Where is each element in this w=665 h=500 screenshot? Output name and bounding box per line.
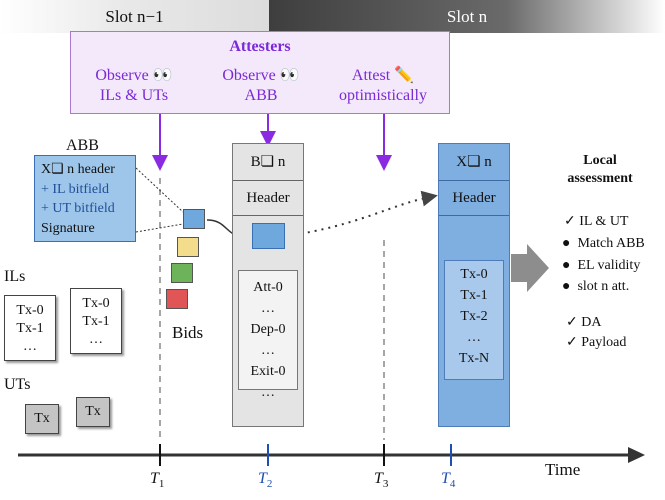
block-x-item: … (467, 330, 481, 345)
block-b-header: Header (246, 190, 290, 206)
block-x-divider-1 (439, 180, 509, 181)
assessment-item-slot-att: ● slot n att. (562, 277, 629, 297)
slot-previous-band: Slot n−1 (0, 0, 269, 33)
il-box-1: Tx-0 Tx-1 … (4, 295, 56, 361)
assessment-arrow (511, 244, 549, 292)
assessment-title: Local assessment (567, 153, 633, 186)
slot-previous-label: Slot n−1 (105, 7, 164, 26)
tick-label-t4: T4 (441, 470, 455, 490)
bid-red (166, 289, 188, 309)
tick-subscript: 1 (158, 478, 165, 491)
attester-item-line1: Observe 👀 (95, 67, 173, 84)
assessment-item-il-ut: ✓ IL & UT (564, 212, 628, 232)
block-b-bid-square (252, 223, 285, 249)
block-b-body: Att-0 … Dep-0 … Exit-0 … (238, 270, 298, 400)
il-tx: … (23, 339, 37, 354)
tick-label-t3: T3 (374, 470, 388, 490)
attester-item-line2: ILs & UTs (99, 87, 169, 104)
tick-label-t1: T1 (150, 470, 164, 490)
bid-selected (183, 209, 205, 229)
block-x-item: Tx-N (458, 351, 490, 366)
bullet-icon: ● (562, 236, 571, 251)
bids-label: Bids (172, 323, 204, 342)
assessment-item-text: IL & UT (579, 214, 629, 229)
il-box-2: Tx-0 Tx-1 … (70, 288, 122, 354)
tick-name: T (441, 470, 450, 487)
abb-line-il-bitfield: + IL bitfield (41, 181, 110, 197)
block-b-title: B❏ n (250, 154, 286, 170)
block-b-item: … (261, 343, 275, 358)
block-x-item: Tx-2 (460, 309, 488, 324)
block-x-item: Tx-0 (460, 267, 488, 282)
block-b-item: Att-0 (253, 280, 283, 295)
bullet-icon: ● (562, 258, 571, 273)
block-x-header: Header (452, 190, 496, 206)
uts-label: UTs (4, 376, 31, 393)
block-b-item: Dep-0 (250, 322, 286, 337)
assessment-item-el-validity: ● EL validity (562, 256, 640, 276)
assessment-item-da: ✓ DA (566, 313, 601, 333)
block-x-divider-2 (439, 215, 509, 216)
abb-box: X❏ n header + IL bitfield + UT bitfield … (34, 155, 136, 242)
il-tx: Tx-0 (82, 296, 110, 311)
ut-box-2: Tx (76, 397, 110, 427)
il-tx: Tx-0 (16, 303, 44, 318)
il-tx: Tx-1 (82, 314, 110, 329)
tick-subscript: 3 (382, 478, 389, 491)
attester-item-observe-abb: Observe 👀 ABB (211, 66, 311, 106)
ut-box-1: Tx (25, 404, 59, 434)
attester-item-attest: Attest ✏️ optimistically (323, 66, 443, 106)
il-tx: … (89, 332, 103, 347)
abb-label: ABB (66, 137, 99, 154)
block-x-item: Tx-1 (460, 288, 488, 303)
attester-item-line1: Observe 👀 (222, 67, 300, 84)
attesters-title: Attesters (229, 38, 291, 55)
attester-item-line1: Attest ✏️ (351, 67, 415, 84)
bullet-icon: ● (562, 279, 571, 294)
check-icon: ✓ (566, 335, 578, 350)
time-axis-label: Time (545, 460, 581, 479)
check-icon: ✓ (564, 214, 576, 229)
abb-line-header: X❏ n header (41, 162, 115, 177)
assessment-item-text: DA (581, 315, 602, 330)
tick-name: T (374, 470, 383, 487)
attester-item-observe-ils: Observe 👀 ILs & UTs (79, 66, 189, 106)
attester-item-line2: optimistically (339, 87, 427, 104)
assessment-item-text: slot n att. (577, 279, 630, 294)
assessment-item-text: EL validity (577, 258, 641, 273)
abb-line-ut-bitfield: + UT bitfield (41, 201, 115, 216)
block-b-divider-2 (233, 215, 303, 216)
tick-subscript: 4 (449, 478, 456, 491)
block-b-item: … (261, 301, 275, 316)
block-b-item: Exit-0 (250, 364, 286, 379)
assessment-item-text: Match ABB (577, 236, 645, 251)
slot-current-label: Slot n (446, 7, 488, 26)
block-b-item: … (261, 385, 275, 400)
slot-current-band: Slot n (269, 0, 665, 33)
block-b-divider-1 (233, 180, 303, 181)
tick-subscript: 2 (266, 478, 273, 491)
check-icon: ✓ (566, 315, 578, 330)
attesters-box: Attesters Observe 👀 ILs & UTs Observe 👀 … (70, 31, 450, 114)
ils-label: ILs (4, 268, 26, 285)
tick-name: T (150, 470, 159, 487)
block-x-body: Tx-0 Tx-1 Tx-2 … Tx-N (444, 260, 504, 380)
bid-green (171, 263, 193, 283)
abb-dotted-line-top (135, 167, 184, 213)
block-b-to-x-arrow (286, 190, 438, 237)
timeline-arrowhead (628, 447, 645, 463)
bid-yellow (177, 237, 199, 257)
tick-name: T (258, 470, 267, 487)
assessment-item-payload: ✓ Payload (566, 333, 626, 353)
attester-item-line2: ABB (244, 87, 278, 104)
assessment-item-match-abb: ● Match ABB (562, 234, 645, 254)
abb-line-signature: Signature (41, 220, 95, 236)
il-tx: Tx-1 (16, 321, 44, 336)
block-x-title: X❏ n (456, 154, 492, 170)
tick-label-t2: T2 (258, 470, 272, 490)
assessment-item-text: Payload (581, 335, 627, 350)
